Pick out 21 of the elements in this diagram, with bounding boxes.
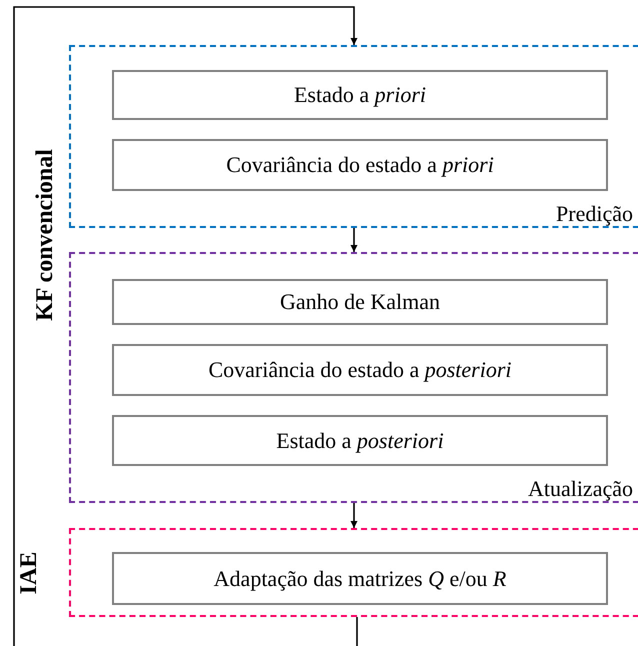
box-text: Ganho de Kalman (280, 288, 440, 316)
side-label: KF convencional (33, 149, 57, 321)
box-text: Estado a posteriori (276, 426, 444, 454)
box-text: Covariância do estado a priori (226, 151, 494, 179)
box-text: Adaptação das matrizes Q e/ou R (214, 564, 506, 592)
process-box (112, 415, 608, 466)
group-heading: IAE (17, 551, 41, 594)
process-box (112, 139, 608, 191)
process-box (112, 552, 608, 605)
process-box (112, 279, 608, 325)
arrow (350, 503, 358, 528)
group-heading: Atualização (528, 478, 633, 500)
box-text: Estado a priori (294, 81, 426, 109)
dashed-group-frame (69, 252, 638, 503)
process-box (112, 70, 608, 120)
group-heading: Predição (556, 203, 633, 225)
box-text: Covariância do estado a posteriori (208, 356, 512, 384)
process-box (112, 344, 608, 396)
dashed-group-frame (69, 45, 638, 228)
arrow (350, 228, 358, 252)
arrow (13, 6, 358, 646)
